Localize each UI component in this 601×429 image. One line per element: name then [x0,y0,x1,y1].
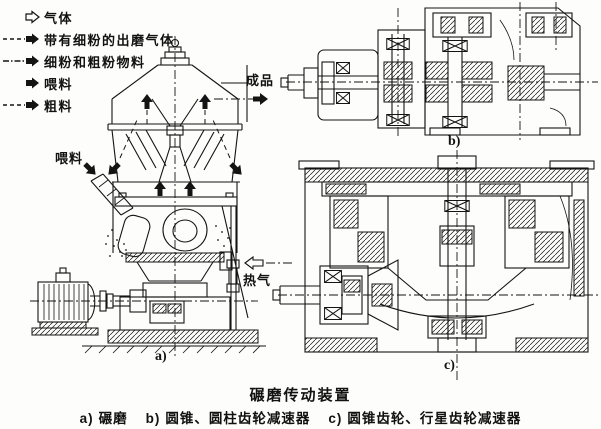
figure-title: 碾磨传动装置 [249,387,352,404]
caption-part-b: b)圆锥、圆柱齿轮减速器 [145,411,311,426]
legend-label: 喂料 [44,76,74,92]
dashdot-line-solid-arrow-icon [3,55,39,67]
feed-arrow-icon [80,159,100,179]
legend-item-coarse: 粗料 [2,94,175,116]
hot-gas-arrow-icon [244,255,264,271]
legend-item-mill-exit-gas: 带有细粉的出磨气体 [2,28,175,50]
hot-gas-label: 热气 [243,273,272,288]
caption-part-c: c)圆锥齿轮、行星齿轮减速器 [328,411,522,426]
caption-part-a: a)碾磨 [79,411,128,426]
flow-arrow-icon [226,159,246,179]
flow-arrow-icon [154,181,166,196]
legend-label: 粗料 [44,98,74,114]
flow-arrow-icon [184,181,196,196]
legend: 气体 带有细粉的出磨气体 细粉和粗粉物料 喂料 [2,6,175,116]
material-dots [105,225,231,257]
product-label: 成品 [246,73,275,88]
legend-label: 带有细粉的出磨气体 [44,32,175,48]
legend-label: 细粉和粗粉物料 [44,54,146,70]
subfigure-tag-a: a) [155,349,167,364]
figure-subtitle: a)碾磨 b)圆锥、圆柱齿轮减速器 c)圆锥齿轮、行星齿轮减速器 [0,407,601,427]
subfigure-tag-c: c) [444,358,455,373]
flow-arrow-icon [199,94,211,109]
product-flow-arrow-icon [253,93,268,105]
legend-item-gas: 气体 [2,6,175,28]
mill-drawing [30,36,292,357]
gearbox-b-drawing [280,2,598,140]
gas-hollow-arrow-icon [25,10,40,24]
legend-item-fine-coarse-material: 细粉和粗粉物料 [2,50,175,72]
solid-arrow-icon [26,77,39,89]
flow-arrow-icon [104,159,124,179]
legend-label: 气体 [44,10,74,26]
dashed-line-solid-arrow-icon [3,33,39,45]
subfigure-tag-b: b) [448,134,461,149]
gearbox-c-drawing [272,150,598,380]
dashed-line-solid-arrow-icon [3,99,39,111]
legend-item-feed: 喂料 [2,72,175,94]
feed-label: 喂料 [55,151,84,166]
